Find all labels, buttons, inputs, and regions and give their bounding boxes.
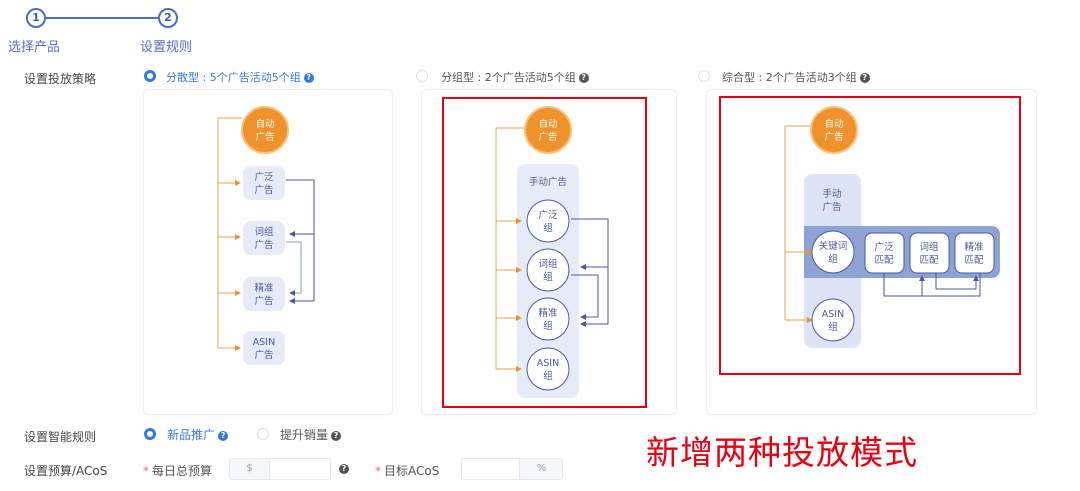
svg-text:广告: 广告 [254, 295, 273, 307]
strategy-option-scattered[interactable]: 分散型 : 5个广告活动5个组? [166, 69, 314, 85]
exact-match-node: 精准 [964, 241, 984, 253]
smart-rule-new-product-label: 新品推广 [167, 428, 216, 442]
grouped-diagram: 手动广告 自动 广告 广泛 组 词组 组 精准 组 ASIN 组 [495, 106, 609, 398]
smart-rule-radio-new-product[interactable] [144, 428, 156, 440]
required-mark: * [143, 464, 149, 478]
strategy-option-grouped[interactable]: 分组型 : 2个广告活动5个组? [441, 69, 589, 85]
phrase-ad-node: 词组 [254, 226, 274, 238]
exact-ad-node: 精准 [254, 282, 274, 294]
step-2-label[interactable]: 设置规则 [140, 40, 193, 55]
asin-group-node: ASIN [537, 358, 559, 369]
help-icon[interactable]: ? [331, 430, 342, 441]
svg-text:组: 组 [828, 321, 838, 333]
strategy-option-combined-label: 综合型 : 2个广告活动3个组 [722, 71, 857, 84]
manual-ad-label: 手动 [822, 188, 841, 200]
help-icon[interactable]: ? [218, 430, 229, 441]
daily-budget-text: 每日总预算 [152, 464, 213, 478]
budget-label: 设置预算/ACoS [24, 464, 108, 478]
broad-ad-node: 广泛 [254, 171, 274, 183]
broad-match-node: 广泛 [874, 241, 894, 253]
svg-text:广告: 广告 [538, 131, 557, 143]
required-mark: * [375, 464, 381, 478]
svg-text:广告: 广告 [254, 349, 273, 361]
svg-text:匹配: 匹配 [874, 255, 894, 266]
svg-text:广告: 广告 [254, 184, 273, 196]
svg-text:组: 组 [543, 370, 553, 382]
auto-ad-node: 自动 [538, 118, 557, 130]
strategy-radio-combined[interactable] [698, 70, 710, 82]
broad-group-node: 广泛 [538, 209, 558, 221]
strategy-card-grouped[interactable]: 手动广告 自动 广告 广泛 组 词组 组 精准 组 ASIN 组 [421, 89, 677, 415]
svg-text:组: 组 [543, 222, 553, 234]
svg-text:组: 组 [828, 253, 838, 265]
strategy-card-combined[interactable]: 手动 广告 自动 广告 关键词 组 广泛 匹配 词组 匹配 精准 匹配 ASIN [706, 89, 1037, 415]
strategy-option-scattered-label: 分散型 : 5个广告活动5个组 [166, 71, 301, 84]
step-2-circle[interactable]: 2 [158, 8, 178, 28]
daily-budget-input[interactable] [271, 459, 330, 479]
target-acos-text: 目标ACoS [384, 464, 440, 478]
target-acos-label: *目标ACoS [375, 462, 439, 479]
auto-ad-node: 自动 [824, 118, 843, 130]
strategy-radio-scattered[interactable] [144, 70, 156, 82]
svg-text:组: 组 [543, 271, 553, 283]
asin-ad-node: ASIN [253, 337, 275, 348]
smart-rule-label: 设置智能规则 [24, 430, 97, 444]
combined-diagram: 手动 广告 自动 广告 关键词 组 广泛 匹配 词组 匹配 精准 匹配 ASIN [784, 106, 1000, 348]
auto-ad-node: 自动 [255, 118, 274, 130]
help-icon[interactable]: ? [859, 73, 870, 83]
smart-rule-option-boost-sales[interactable]: 提升销量? [280, 426, 342, 443]
strategy-label: 设置投放策略 [24, 72, 97, 86]
target-acos-input[interactable] [462, 459, 519, 479]
strategy-option-combined[interactable]: 综合型 : 2个广告活动3个组? [722, 69, 870, 85]
currency-prefix: $ [230, 459, 270, 479]
asin-group-node: ASIN [822, 309, 844, 320]
svg-text:匹配: 匹配 [919, 255, 939, 266]
annotation-new-modes: 新增两种投放模式 [646, 433, 918, 472]
new-mode-highlight-grouped [442, 97, 647, 408]
daily-budget-label: *每日总预算 [143, 462, 212, 479]
scattered-diagram: 自动 广告 广泛 广告 词组 广告 精准 广告 ASIN 广告 [217, 106, 315, 365]
new-mode-highlight-combined [719, 96, 1021, 375]
keyword-group-node: 关键词 [819, 240, 848, 252]
smart-rule-option-new-product[interactable]: 新品推广? [167, 426, 229, 443]
strategy-card-scattered[interactable]: 自动 广告 广泛 广告 词组 广告 精准 广告 ASIN 广告 [143, 89, 393, 415]
phrase-match-node: 词组 [919, 241, 939, 253]
smart-rule-boost-sales-label: 提升销量 [280, 428, 329, 442]
smart-rule-radio-boost-sales[interactable] [257, 428, 269, 440]
exact-group-node: 精准 [538, 307, 558, 319]
phrase-group-node: 词组 [538, 258, 558, 270]
manual-ad-label: 手动广告 [529, 176, 567, 188]
help-icon[interactable]: ? [578, 73, 589, 83]
svg-text:广告: 广告 [822, 201, 841, 213]
step-1-label[interactable]: 选择产品 [8, 40, 61, 55]
svg-text:广告: 广告 [824, 131, 843, 143]
step-progress: 1 2 选择产品 设置规则 [0, 0, 260, 60]
percent-suffix: % [519, 459, 562, 479]
strategy-radio-grouped[interactable] [416, 70, 428, 82]
daily-budget-input-group[interactable]: $ [229, 458, 331, 480]
svg-text:组: 组 [543, 320, 553, 332]
strategy-option-grouped-label: 分组型 : 2个广告活动5个组 [441, 71, 576, 84]
svg-text:广告: 广告 [254, 239, 273, 251]
step-connector [44, 17, 158, 19]
target-acos-input-group[interactable]: % [461, 458, 563, 480]
svg-text:匹配: 匹配 [964, 255, 984, 266]
help-icon[interactable]: ? [339, 464, 349, 474]
step-1-circle[interactable]: 1 [26, 8, 46, 28]
help-icon[interactable]: ? [303, 73, 314, 83]
svg-text:广告: 广告 [255, 131, 274, 143]
